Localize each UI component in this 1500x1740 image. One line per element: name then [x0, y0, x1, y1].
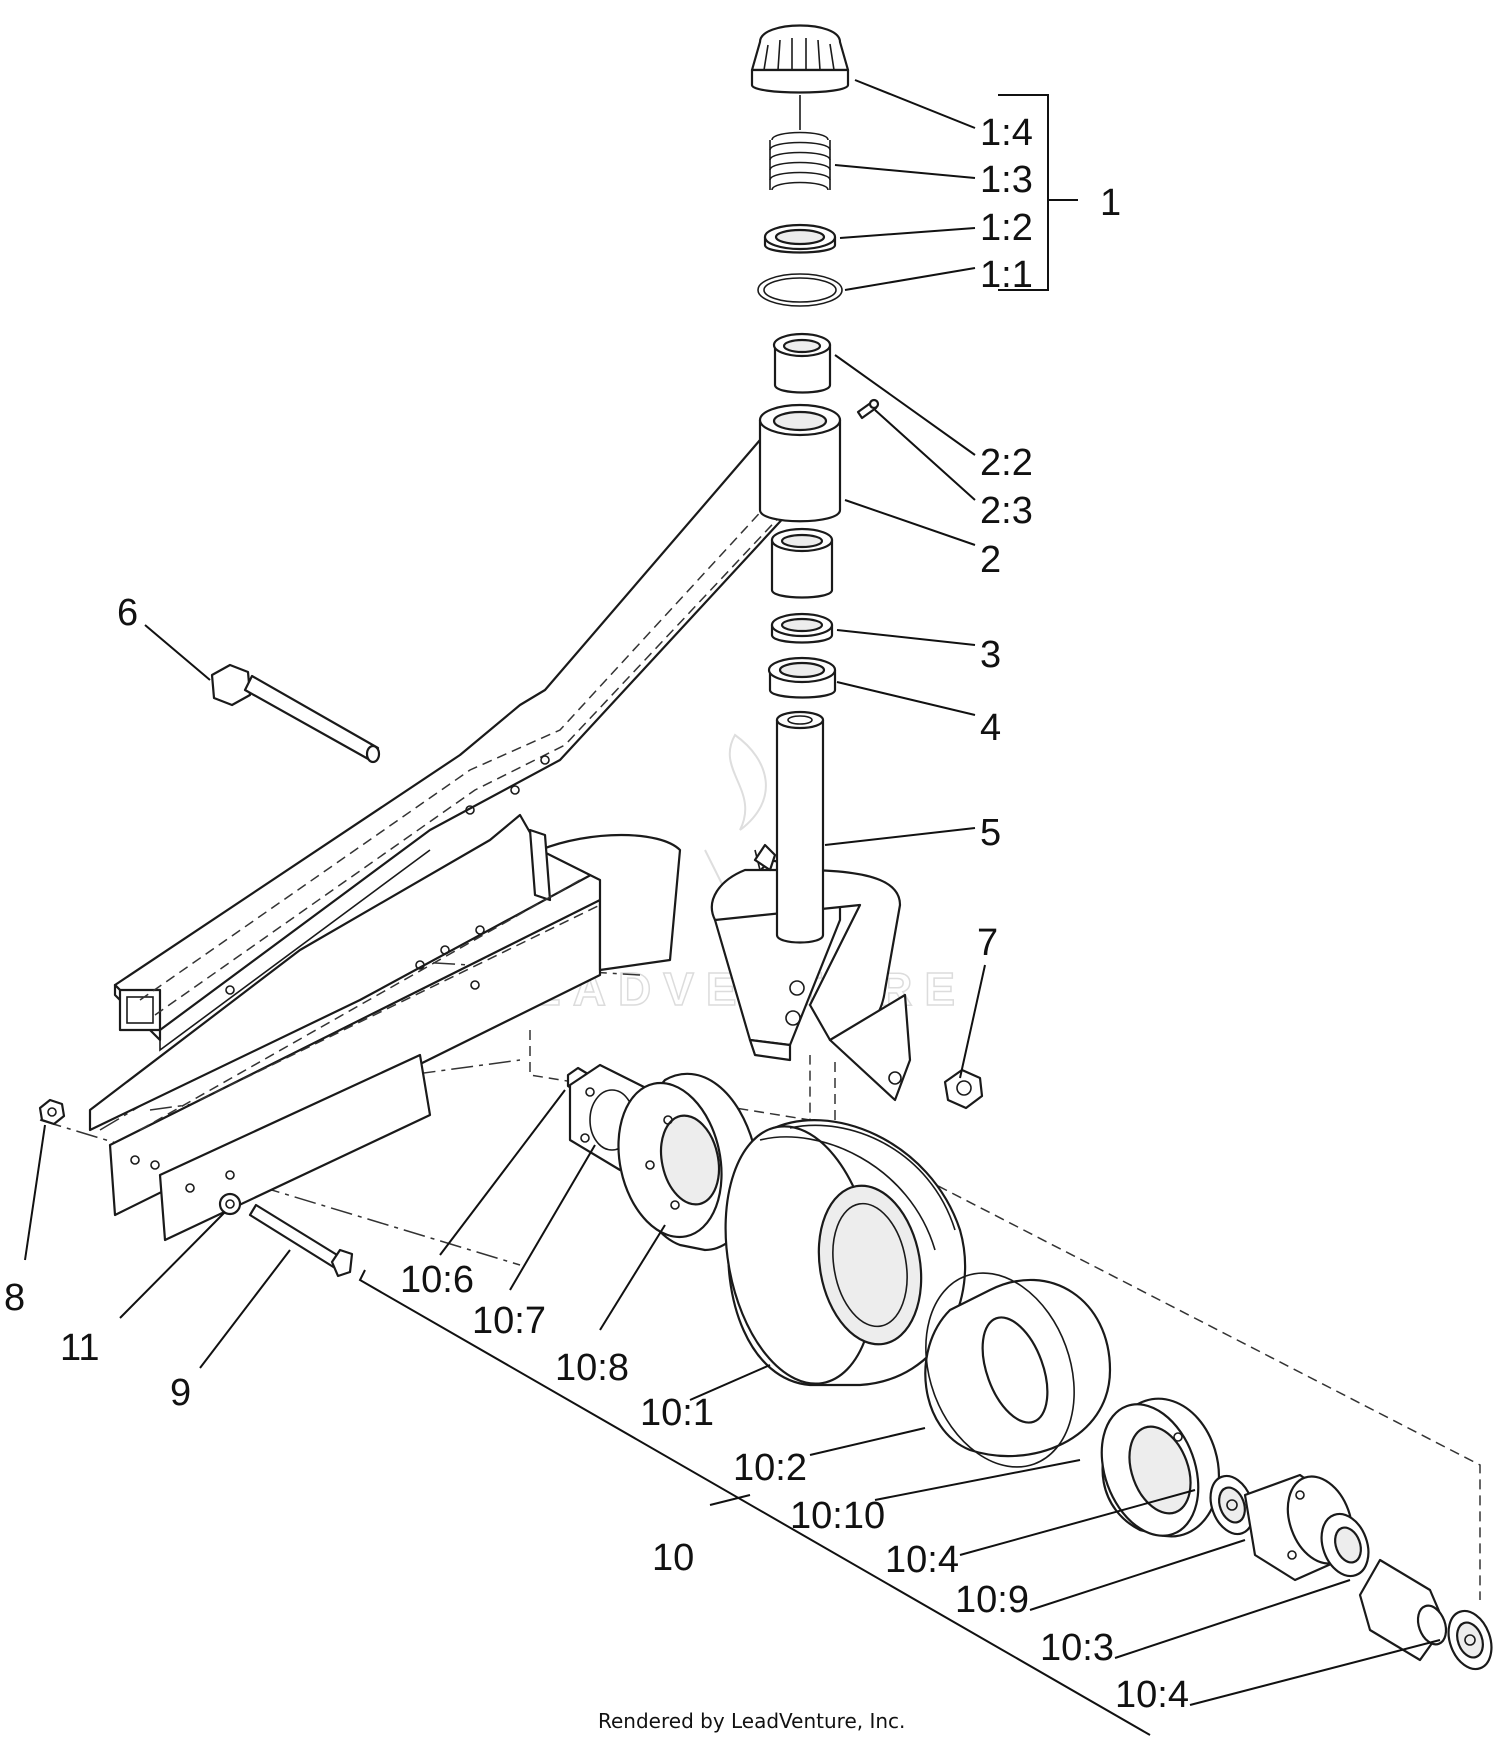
callout-1: 1	[1100, 182, 1121, 224]
tire	[724, 1119, 967, 1387]
callout-1-1: 1:1	[980, 254, 1033, 296]
wheel-bearing-inner	[1209, 1474, 1255, 1536]
spindle-cap-kit	[750, 24, 880, 420]
wheel-rim-half-outer	[1100, 1397, 1220, 1538]
spindle-bushings	[767, 527, 837, 699]
callout-11: 11	[60, 1327, 99, 1369]
callout-10: 10	[652, 1537, 694, 1579]
wheel-bearing-outer	[1447, 1609, 1493, 1671]
callout-10-8: 10:8	[555, 1347, 629, 1389]
leader-lines	[24, 79, 1441, 1706]
callout-9: 9	[170, 1372, 191, 1414]
callout-10-6: 10:6	[400, 1259, 474, 1301]
mounting-hardware	[38, 1098, 354, 1278]
callout-1-2: 1:2	[980, 207, 1033, 249]
pivot-bolt	[210, 663, 381, 764]
wheel-hub	[1243, 1473, 1370, 1582]
callout-4: 4	[980, 707, 1001, 749]
callout-1-3: 1:3	[980, 159, 1033, 201]
callout-8: 8	[4, 1277, 25, 1319]
frame-bracket	[88, 813, 682, 1242]
callout-10-2: 10:2	[733, 1447, 807, 1489]
callout-5: 5	[980, 812, 1001, 854]
callout-10-4-b: 10:4	[1115, 1674, 1189, 1716]
callout-10-1: 10:1	[640, 1392, 714, 1434]
callout-2-3: 2:3	[980, 490, 1033, 532]
lock-nut	[943, 1068, 984, 1110]
callout-2-2: 2:2	[980, 442, 1033, 484]
inner-tube	[924, 1272, 1112, 1468]
callout-3: 3	[980, 634, 1001, 676]
callout-10-9: 10:9	[955, 1579, 1029, 1621]
callout-10-10: 10:10	[790, 1495, 885, 1537]
caster-spindle	[775, 710, 825, 944]
callout-7: 7	[977, 922, 998, 964]
callout-labels: 1:4 1:3 1:2 1:1 1 2:2 2:3 2 3 4 5 6 7 8 …	[4, 112, 1189, 1716]
caster-arm	[113, 403, 842, 1052]
group-brackets	[358, 94, 1151, 1736]
callout-10-3: 10:3	[1040, 1627, 1114, 1669]
wheel-rim-half-inner	[617, 1072, 759, 1252]
callout-10-4-a: 10:4	[885, 1539, 959, 1581]
render-credit: Rendered by LeadVenture, Inc.	[598, 1709, 905, 1733]
callout-6: 6	[117, 592, 138, 634]
callout-1-4: 1:4	[980, 112, 1033, 154]
callout-2: 2	[980, 539, 1001, 581]
callout-10-7: 10:7	[472, 1300, 546, 1342]
axle-spacer	[1358, 1558, 1448, 1662]
